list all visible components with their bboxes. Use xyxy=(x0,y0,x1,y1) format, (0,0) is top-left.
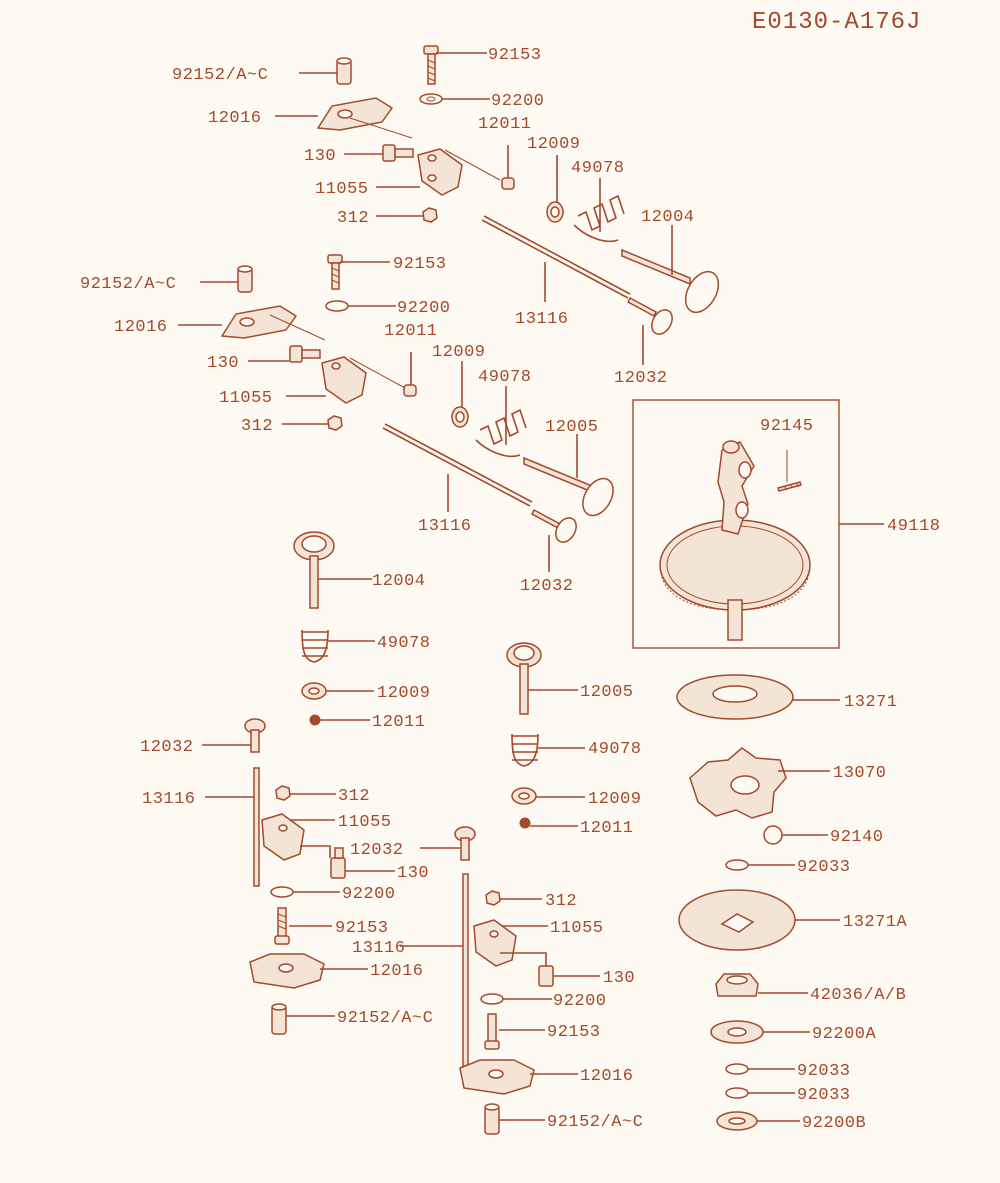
label-92152[interactable]: 92152/A~C xyxy=(172,66,268,85)
label-92200a[interactable]: 92200A xyxy=(812,1025,877,1044)
label-92200[interactable]: 92200 xyxy=(342,885,396,904)
label-92140[interactable]: 92140 xyxy=(830,828,884,847)
label-42036[interactable]: 42036/A/B xyxy=(810,986,906,1005)
label-13116[interactable]: 13116 xyxy=(515,310,569,329)
label-312[interactable]: 312 xyxy=(545,892,577,911)
label-92153[interactable]: 92153 xyxy=(547,1023,601,1042)
governor-stack xyxy=(676,674,796,1131)
lower-center-parts xyxy=(454,642,554,1135)
diagram-id: E0130-A176J xyxy=(752,9,921,36)
label-92152[interactable]: 92152/A~C xyxy=(337,1009,433,1028)
label-12032[interactable]: 12032 xyxy=(350,841,404,860)
part-labels: 92153 92152/A~C 92200 12016 12011 12009 … xyxy=(80,46,941,1133)
label-12032[interactable]: 12032 xyxy=(520,577,574,596)
label-13116[interactable]: 13116 xyxy=(352,939,406,958)
lower-left-parts xyxy=(244,531,346,1035)
label-12032[interactable]: 12032 xyxy=(614,369,668,388)
label-12016[interactable]: 12016 xyxy=(208,109,262,128)
label-13116[interactable]: 13116 xyxy=(418,517,472,536)
label-12016[interactable]: 12016 xyxy=(370,962,424,981)
label-49118[interactable]: 49118 xyxy=(887,517,941,536)
label-12009[interactable]: 12009 xyxy=(432,343,486,362)
label-12011[interactable]: 12011 xyxy=(478,115,532,134)
leader-lines xyxy=(178,52,884,1122)
label-312[interactable]: 312 xyxy=(241,417,273,436)
label-12005[interactable]: 12005 xyxy=(580,683,634,702)
label-49078[interactable]: 49078 xyxy=(571,159,625,178)
label-130[interactable]: 130 xyxy=(397,864,429,883)
camshaft-assembly xyxy=(632,399,840,649)
label-49078[interactable]: 49078 xyxy=(588,740,642,759)
label-12016[interactable]: 12016 xyxy=(114,318,168,337)
label-92200[interactable]: 92200 xyxy=(553,992,607,1011)
middle-valve-assembly xyxy=(220,254,614,543)
label-11055[interactable]: 11055 xyxy=(315,180,369,199)
label-13271a[interactable]: 13271A xyxy=(843,913,908,932)
label-13271[interactable]: 13271 xyxy=(844,693,898,712)
label-92152[interactable]: 92152/A~C xyxy=(547,1113,643,1132)
label-11055[interactable]: 11055 xyxy=(550,919,604,938)
label-12011[interactable]: 12011 xyxy=(372,713,426,732)
label-12011[interactable]: 12011 xyxy=(384,322,438,341)
label-130[interactable]: 130 xyxy=(207,354,239,373)
label-92145[interactable]: 92145 xyxy=(760,417,814,436)
label-12009[interactable]: 12009 xyxy=(377,684,431,703)
upper-valve-assembly xyxy=(316,45,720,335)
label-12009[interactable]: 12009 xyxy=(588,790,642,809)
label-92200[interactable]: 92200 xyxy=(397,299,451,318)
label-312[interactable]: 312 xyxy=(338,787,370,806)
label-49078[interactable]: 49078 xyxy=(377,634,431,653)
label-92033[interactable]: 92033 xyxy=(797,1062,851,1081)
label-92152[interactable]: 92152/A~C xyxy=(80,275,176,294)
label-49078[interactable]: 49078 xyxy=(478,368,532,387)
label-92200[interactable]: 92200 xyxy=(491,92,545,111)
label-130[interactable]: 130 xyxy=(304,147,336,166)
label-92153[interactable]: 92153 xyxy=(393,255,447,274)
label-92033[interactable]: 92033 xyxy=(797,1086,851,1105)
label-130[interactable]: 130 xyxy=(603,969,635,988)
label-11055[interactable]: 11055 xyxy=(338,813,392,832)
label-12004[interactable]: 12004 xyxy=(641,208,695,227)
label-12004[interactable]: 12004 xyxy=(372,572,426,591)
label-92033[interactable]: 92033 xyxy=(797,858,851,877)
label-92153[interactable]: 92153 xyxy=(335,919,389,938)
label-12016[interactable]: 12016 xyxy=(580,1067,634,1086)
label-92200b[interactable]: 92200B xyxy=(802,1114,866,1133)
label-12009[interactable]: 12009 xyxy=(527,135,581,154)
label-12005[interactable]: 12005 xyxy=(545,418,599,437)
label-12032[interactable]: 12032 xyxy=(140,738,194,757)
label-92153[interactable]: 92153 xyxy=(488,46,542,65)
label-13116[interactable]: 13116 xyxy=(142,790,196,809)
label-11055[interactable]: 11055 xyxy=(219,389,273,408)
label-12011[interactable]: 12011 xyxy=(580,819,634,838)
label-312[interactable]: 312 xyxy=(337,209,369,228)
label-13070[interactable]: 13070 xyxy=(833,764,887,783)
